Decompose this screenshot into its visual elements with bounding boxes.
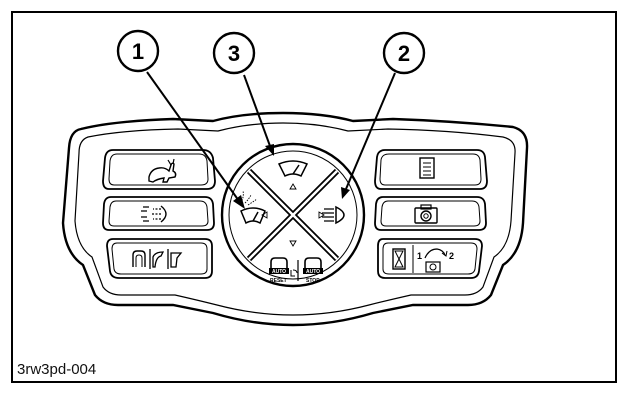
right-button-hourglass-camera[interactable]: 1 2 bbox=[377, 238, 483, 279]
right-button-camera[interactable] bbox=[374, 196, 487, 231]
auto-stop-button[interactable]: AUTO STOP bbox=[303, 257, 323, 284]
right-button-list[interactable] bbox=[374, 149, 488, 190]
hourglass-icon bbox=[392, 248, 406, 270]
callout-3-number: 3 bbox=[228, 41, 240, 66]
auto-label-a: AUTO bbox=[272, 269, 286, 275]
work-light-button[interactable] bbox=[322, 205, 345, 225]
rabbit-icon bbox=[148, 158, 177, 183]
front-wiper-icon bbox=[277, 160, 309, 178]
left-button-rear-light[interactable] bbox=[102, 196, 215, 231]
callout-1-leader bbox=[146, 71, 245, 209]
camera-switch-label-a: 1 bbox=[417, 251, 422, 261]
rear-work-light-icon bbox=[141, 205, 167, 223]
reset-label: RESET bbox=[270, 278, 287, 284]
figure-id-label: 3rw3pd-004 bbox=[17, 361, 97, 378]
camera-icon bbox=[414, 204, 438, 224]
callout-1-number: 1 bbox=[132, 39, 144, 64]
callout-2-leader bbox=[341, 72, 396, 199]
work-light-icon bbox=[322, 205, 345, 225]
control-panel-inner-rim bbox=[74, 122, 516, 316]
auto-reset-button[interactable]: AUTO RESET bbox=[269, 257, 298, 284]
callout-2-number: 2 bbox=[398, 41, 410, 66]
camera-switch-icon: 1 2 bbox=[417, 248, 454, 273]
callout-2: 2 bbox=[382, 31, 426, 75]
callout-3: 3 bbox=[212, 31, 256, 75]
callout-3-leader bbox=[243, 74, 274, 156]
list-menu-icon bbox=[419, 157, 435, 179]
auto-label-b: AUTO bbox=[306, 269, 320, 275]
auto-stop-icon: AUTO STOP bbox=[303, 257, 323, 284]
stop-label: STOP bbox=[306, 278, 320, 284]
door-window-lock-icon bbox=[132, 249, 183, 269]
left-button-rabbit[interactable] bbox=[102, 149, 216, 190]
front-wiper-button[interactable] bbox=[277, 160, 309, 178]
left-button-door-lock[interactable] bbox=[106, 238, 213, 279]
figure-frame: 1 2 bbox=[11, 11, 617, 383]
camera-switch-label-b: 2 bbox=[449, 251, 454, 261]
diagram-canvas: 1 2 bbox=[61, 29, 529, 327]
center-control-pad bbox=[220, 142, 366, 288]
callout-1: 1 bbox=[116, 29, 160, 73]
auto-reset-icon: AUTO RESET bbox=[269, 257, 298, 284]
